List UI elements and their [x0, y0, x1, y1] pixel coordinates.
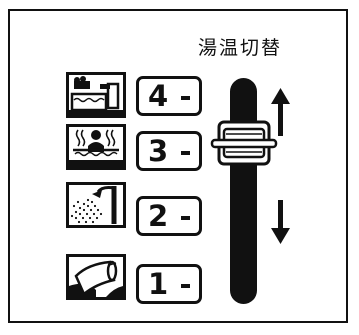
lever-track [230, 78, 257, 304]
panel-title: 湯温切替 [198, 37, 283, 59]
level-4-button[interactable]: 4 [136, 76, 202, 116]
temperature-selector-panel [8, 9, 348, 323]
level-3-button[interactable]: 3 [136, 131, 202, 171]
level-1-button[interactable]: 1 [136, 264, 202, 304]
bathing-person-icon [66, 124, 126, 170]
arrow-up-icon [271, 88, 290, 136]
lever-knob [210, 120, 278, 166]
shower-icon [66, 182, 126, 228]
arrow-down-icon [271, 200, 290, 244]
basin-pour-icon [66, 254, 126, 300]
bathtub-tap-icon [66, 72, 126, 118]
level-2-button[interactable]: 2 [136, 196, 202, 236]
